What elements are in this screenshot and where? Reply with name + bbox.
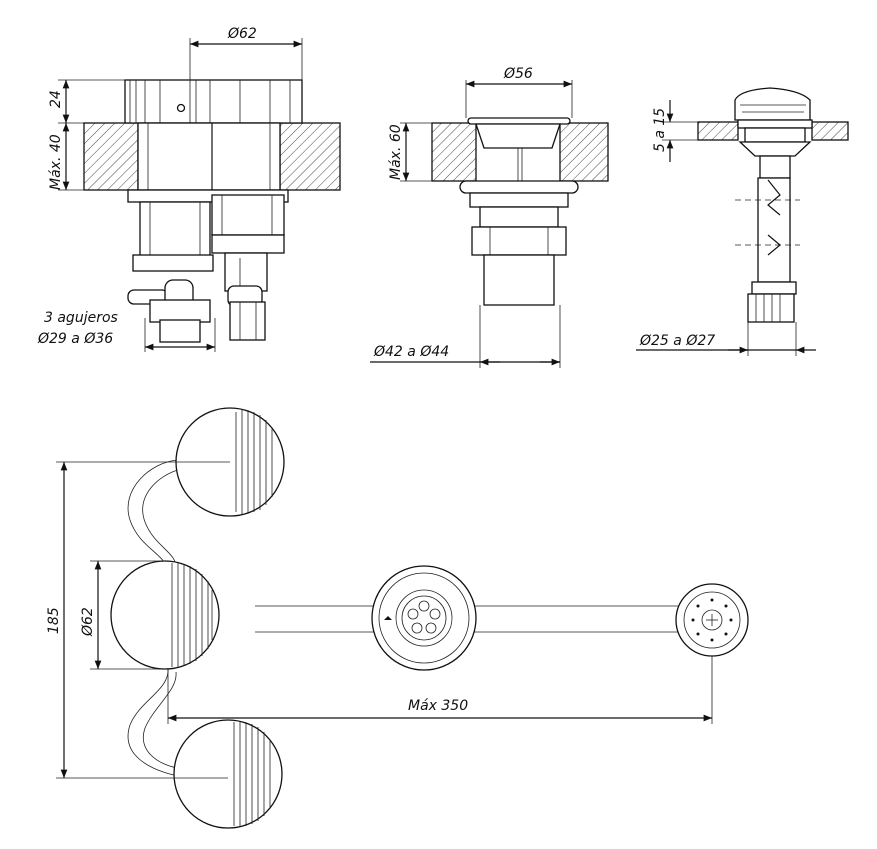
label-holes: 3 agujeros xyxy=(44,310,118,326)
label-max350: Máx 350 xyxy=(408,698,468,714)
view-mixer-section: Ø62 24 Máx. 40 3 agujeros Ø29 a Ø36 xyxy=(37,26,341,352)
view-drain-section: Ø56 Máx. 60 Ø42 a Ø44 xyxy=(370,66,609,368)
knob-middle xyxy=(110,560,220,670)
label-d25-27: Ø25 a Ø27 xyxy=(639,333,715,349)
label-d62-plan: Ø62 xyxy=(80,607,96,637)
label-h185: 185 xyxy=(46,607,62,634)
drain-counter-right xyxy=(559,122,609,182)
drain-counter-left xyxy=(431,122,477,182)
label-5-15: 5 a 15 xyxy=(652,108,668,152)
countertop-right xyxy=(279,122,341,191)
view-button-section: 5 a 15 Ø25 a Ø27 xyxy=(636,87,849,356)
button-counter-right xyxy=(811,121,849,141)
countertop-left xyxy=(83,122,139,191)
label-d42-44: Ø42 a Ø44 xyxy=(373,344,449,360)
label-max40: Máx. 40 xyxy=(48,134,64,190)
label-h24: 24 xyxy=(48,90,64,108)
label-d62-top: Ø62 xyxy=(227,26,257,42)
label-max60: Máx. 60 xyxy=(388,124,404,180)
drain-plan xyxy=(371,565,477,671)
knob-bottom xyxy=(173,719,283,829)
label-d56: Ø56 xyxy=(503,66,533,82)
mixer-cap xyxy=(124,79,303,124)
button-counter-left xyxy=(697,121,739,141)
label-d29-36: Ø29 a Ø36 xyxy=(37,331,113,347)
view-plan: 185 Ø62 Máx 350 xyxy=(46,407,749,829)
